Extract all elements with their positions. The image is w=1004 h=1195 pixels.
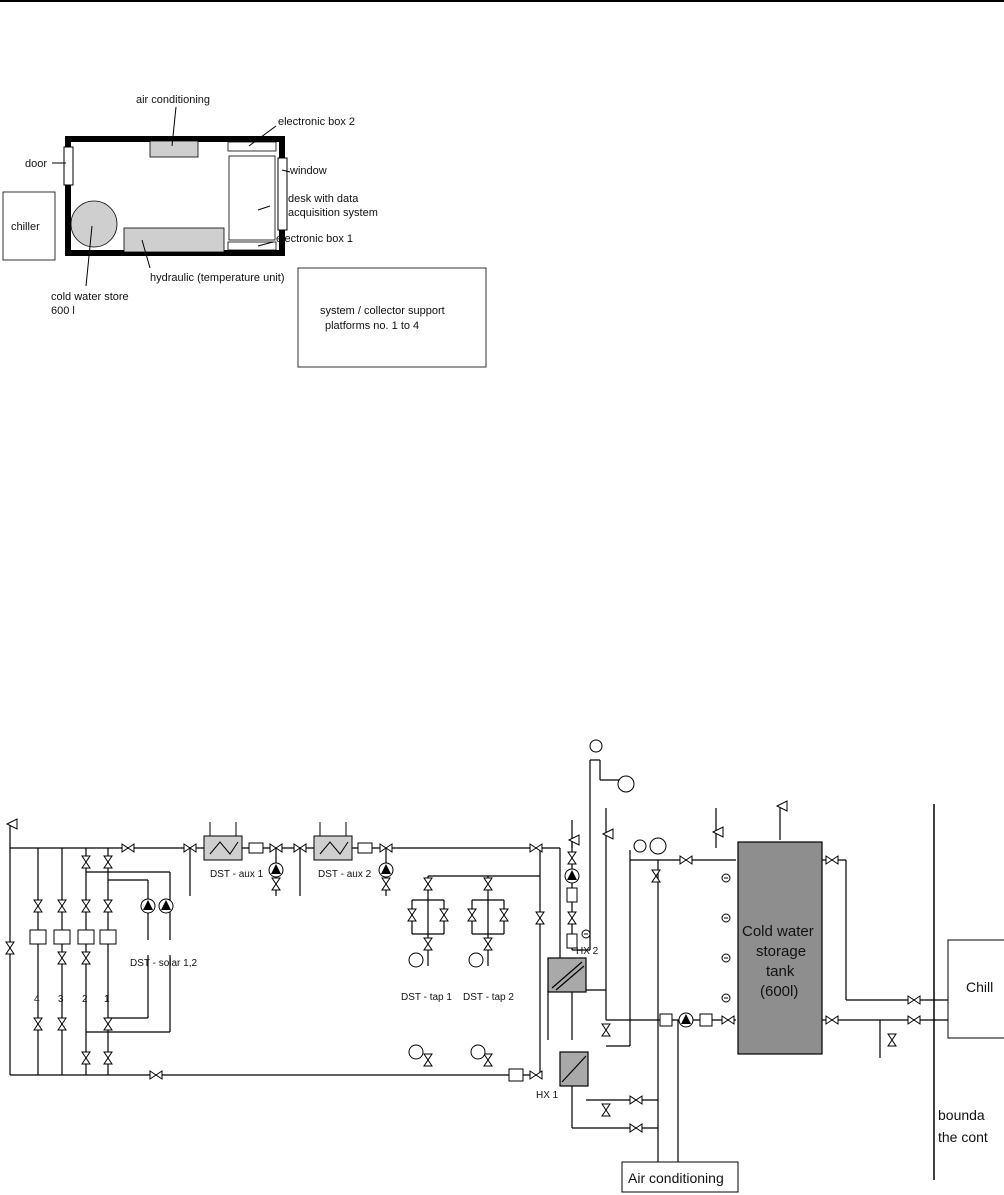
cold-water-store-tank	[70, 200, 118, 248]
dst-aux-1-heater	[203, 835, 243, 861]
electronic-box-2-label: electronic box 2	[278, 116, 355, 128]
electronic-box-1-label: electronic box 1	[276, 233, 353, 245]
expansion-gauge-1	[617, 775, 635, 793]
tank-label-line1: Cold water	[742, 923, 814, 940]
cold-water-storage-tank	[737, 841, 823, 1055]
chiller-box	[2, 191, 56, 261]
branch-number-1: 1	[104, 994, 110, 1005]
flow-meter-hx2-2	[566, 933, 578, 949]
cold-water-store-label-line2: 600 l	[51, 305, 75, 317]
flow-meter-bottom	[508, 1068, 524, 1082]
door-opening	[63, 146, 74, 186]
platforms-label-line1: system / collector support	[320, 305, 445, 317]
expansion-gauge-2	[649, 837, 667, 855]
tank-label-line3: tank	[766, 963, 795, 980]
electronic-box-1	[227, 241, 277, 251]
hydraulic-unit	[123, 227, 225, 253]
dst-solar-label: DST - solar 1,2	[130, 958, 197, 969]
boundary-label-line1: bounda	[938, 1107, 985, 1123]
electronic-box-2	[227, 141, 277, 152]
dst-aux-2-label: DST - aux 2	[318, 869, 372, 880]
dst-tap-1-label: DST - tap 1	[401, 992, 452, 1003]
desk	[228, 155, 276, 241]
bottom-meter-1	[408, 1044, 424, 1060]
window-label: window	[289, 165, 327, 177]
branch-flow-meters	[29, 929, 117, 945]
platforms-label-line2: platforms no. 1 to 4	[325, 320, 419, 332]
gauge-top	[589, 739, 603, 753]
hx1-label: HX 1	[536, 1090, 559, 1101]
chiller-label-scheme: Chill	[966, 979, 993, 995]
air-conditioning-unit	[149, 140, 199, 158]
tank-temperature-sensors	[581, 873, 731, 1003]
flow-meter-tank-1	[659, 1013, 673, 1027]
dst-aux-1-label: DST - aux 1	[210, 869, 264, 880]
desk-label-line2: acquisition system	[288, 207, 378, 219]
boundary-label-line2: the cont	[938, 1129, 988, 1145]
desk-label-line1: desk with data	[288, 193, 359, 205]
air-conditioning-label: air conditioning	[136, 94, 210, 106]
page-top-rule	[0, 0, 1004, 2]
branch-number-4: 4	[34, 994, 40, 1005]
cold-water-store-label-line1: cold water store	[51, 291, 129, 303]
gauge-2	[633, 839, 647, 853]
branch-number-2: 2	[82, 994, 88, 1005]
chiller-unit	[947, 939, 1004, 1039]
flow-meter-aux2	[357, 842, 373, 854]
door-label: door	[25, 158, 47, 170]
relief-valves	[6, 800, 788, 846]
air-conditioning-scheme-label: Air conditioning	[628, 1170, 724, 1186]
dst-aux-2-heater	[313, 835, 353, 861]
tank-label-line4: (600l)	[760, 983, 798, 1000]
leader-lines	[52, 106, 291, 287]
dst-tap-2-label: DST - tap 2	[463, 992, 514, 1003]
dst-aux-2-coil	[319, 841, 349, 855]
tap-2-meter	[468, 952, 484, 968]
bottom-meter-2	[470, 1044, 486, 1060]
hydraulic-label: hydraulic (temperature unit)	[150, 272, 285, 284]
window-opening	[277, 157, 288, 231]
branch-number-3: 3	[58, 994, 64, 1005]
flow-meter-aux1	[248, 842, 264, 854]
platforms-box	[297, 267, 487, 368]
dst-aux-1-coil	[209, 841, 239, 855]
air-conditioning-box	[621, 1161, 739, 1193]
tap-1-meter	[408, 952, 424, 968]
hx2-label: HX 2	[576, 946, 599, 957]
tank-label-line2: storage	[756, 943, 806, 960]
chiller-label: chiller	[11, 221, 40, 233]
flow-meter-tank-2	[699, 1013, 713, 1027]
flow-meter-hx2-1	[566, 887, 578, 903]
